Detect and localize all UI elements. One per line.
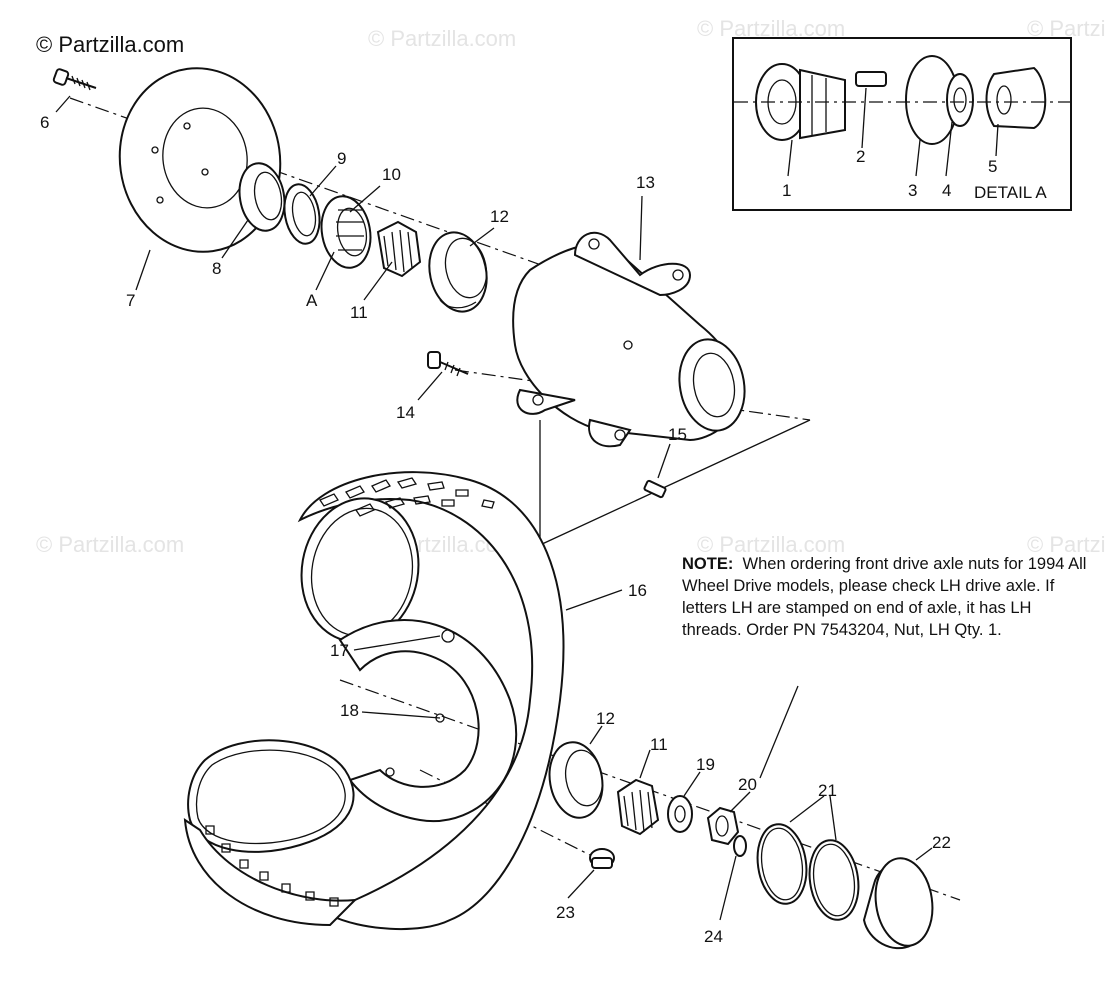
callout-23: 23 (556, 903, 575, 922)
bolt-14 (427, 351, 469, 377)
callout-16: 16 (628, 581, 647, 600)
pin-24 (733, 835, 747, 857)
ordering-note: NOTE: When ordering front drive axle nut… (682, 553, 1092, 641)
callout-numbers: 6 7 8 9 10 A 11 12 13 14 15 16 17 18 12 … (40, 113, 951, 946)
callout-13: 13 (636, 173, 655, 192)
hub-cap-22 (862, 857, 934, 950)
callout-7: 7 (126, 291, 135, 310)
callout-12-lower: 12 (596, 709, 615, 728)
callout-24: 24 (704, 927, 723, 946)
callout-21: 21 (818, 781, 837, 800)
wheel-hub-13 (512, 231, 746, 448)
washer-19 (667, 795, 693, 833)
watermark-3: © Partzilla.com (1027, 16, 1105, 41)
race-12b (548, 741, 604, 819)
callout-22: 22 (932, 833, 951, 852)
brake-disc-7 (118, 67, 282, 253)
callout-19: 19 (696, 755, 715, 774)
watermark-7: © Partzilla.com (1027, 532, 1105, 557)
callout-14: 14 (396, 403, 415, 422)
callout-9: 9 (337, 149, 346, 168)
callout-11-upper: 11 (350, 303, 368, 322)
bearing-assembly-10 (320, 195, 372, 269)
callout-12-upper: 12 (490, 207, 509, 226)
bolt-6 (52, 68, 97, 91)
tire-lugs-lower (183, 818, 358, 927)
roller-bearing-11a (376, 220, 422, 278)
note-label: NOTE: (682, 555, 734, 573)
callout-18: 18 (340, 701, 359, 720)
plug-23 (589, 848, 615, 869)
detail-label-5: 5 (988, 157, 997, 176)
leader-lines (55, 95, 933, 921)
roller-bearing-11b (616, 778, 660, 836)
callout-15: 15 (668, 425, 687, 444)
detail-label-3: 3 (908, 181, 917, 200)
watermark-4: © Partzilla.com (36, 532, 184, 557)
ring-9 (283, 183, 321, 245)
callout-a: A (306, 291, 318, 310)
callout-17: 17 (330, 641, 349, 660)
callout-10: 10 (382, 165, 401, 184)
race-12a (428, 231, 488, 313)
watermark-2: © Partzilla.com (697, 16, 845, 41)
detail-label-1: 1 (782, 181, 791, 200)
watermark-1: © Partzilla.com (368, 26, 516, 51)
watermark-main: © Partzilla.com (36, 32, 184, 57)
callout-11-lower: 11 (650, 735, 668, 754)
detail-label-2: 2 (856, 147, 865, 166)
o-rings-21 (756, 823, 860, 921)
callout-6: 6 (40, 113, 49, 132)
seal-8 (238, 162, 286, 232)
pin-15 (643, 479, 667, 499)
axle-nut-20 (706, 806, 740, 846)
watermark-6: © Partzilla.com (697, 532, 845, 557)
detail-label-4: 4 (942, 181, 951, 200)
note-text: When ordering front drive axle nuts for … (682, 555, 1087, 639)
callout-20: 20 (738, 775, 757, 794)
wheel-rim-18 (187, 619, 517, 853)
detail-a-box: 1 2 3 4 5 DETAIL A (732, 37, 1072, 211)
callout-8: 8 (212, 259, 221, 278)
detail-title: DETAIL A (974, 183, 1047, 202)
